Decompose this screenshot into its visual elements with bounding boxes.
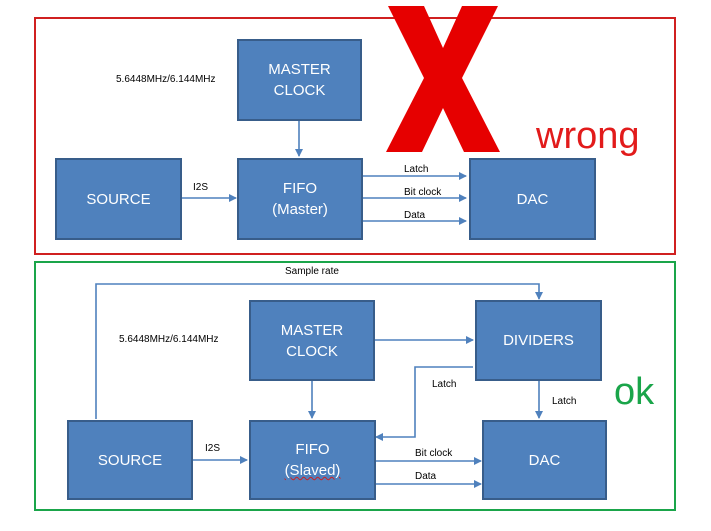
latch-fifo-label: Latch — [432, 379, 457, 390]
master-clock-ok-line2: CLOCK — [286, 342, 338, 360]
master-clock-line2: CLOCK — [273, 82, 326, 99]
master-clock-ok-line1: MASTER — [280, 321, 344, 339]
freq-note-ok: 5.6448MHz/6.144MHz — [119, 334, 219, 345]
wire-dividers-latch-fifo — [375, 366, 473, 441]
data-label: Data — [404, 210, 426, 221]
fifo-line2: (Master) — [272, 201, 328, 218]
source-ok-label: SOURCE — [97, 451, 163, 469]
bit-clock-label-ok: Bit clock — [415, 448, 453, 459]
ok-panel — [34, 261, 676, 511]
i2s-label: I2S — [193, 182, 209, 193]
fifo-master-box: FIFO (Master) — [237, 158, 363, 240]
cross-mark-icon — [386, 6, 500, 152]
ok-verdict: ok — [614, 371, 655, 413]
source-label: SOURCE — [86, 190, 151, 208]
master-clock-line1: MASTER — [268, 61, 331, 78]
master-clock-box-ok: MASTER CLOCK — [249, 300, 375, 381]
fifo-ok-line2: (Slaved) — [284, 462, 341, 479]
fifo-line1: FIFO — [282, 180, 318, 197]
dac-box: DAC — [469, 158, 596, 240]
dac-box-ok: DAC — [482, 420, 607, 500]
i2s-label-ok: I2S — [205, 443, 221, 454]
source-box-ok: SOURCE — [67, 420, 193, 500]
freq-note: 5.6448MHz/6.144MHz — [116, 74, 216, 85]
latch-dac-label: Latch — [552, 396, 577, 407]
latch-label: Latch — [404, 164, 429, 175]
dac-ok-label: DAC — [528, 451, 561, 469]
dividers-box: DIVIDERS — [475, 300, 602, 381]
master-clock-box: MASTER CLOCK — [237, 39, 362, 121]
fifo-slaved-box: FIFO (Slaved) — [249, 420, 376, 500]
data-label-ok: Data — [415, 471, 437, 482]
dac-label: DAC — [516, 190, 549, 208]
fifo-ok-line1: FIFO — [295, 441, 330, 458]
wire-sample-rate — [95, 283, 543, 419]
dividers-label: DIVIDERS — [503, 332, 574, 349]
bit-clock-label: Bit clock — [404, 187, 442, 198]
wrong-panel — [34, 17, 676, 255]
source-box: SOURCE — [55, 158, 182, 240]
wrong-verdict: wrong — [536, 115, 640, 157]
sample-rate-label: Sample rate — [285, 266, 339, 277]
